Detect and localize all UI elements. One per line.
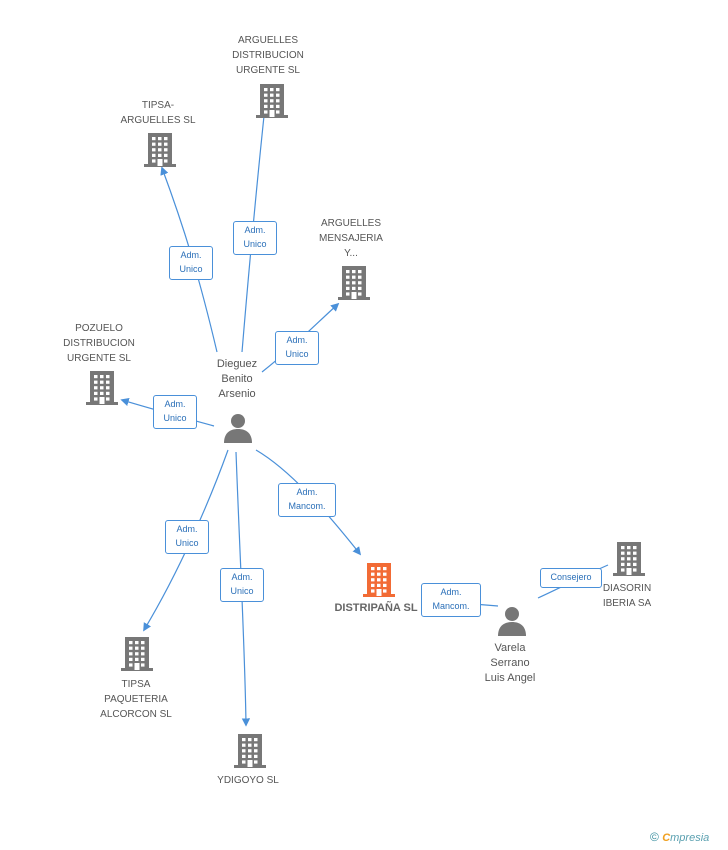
edge-label-adm-mancom[interactable]: Adm.Mancom. [278, 483, 336, 517]
building-icon[interactable] [144, 132, 176, 168]
person-label-dieguez[interactable]: Dieguez Benito Arsenio [216, 358, 258, 400]
company-label-ydigoyo[interactable]: YDIGOYO SL [217, 775, 279, 786]
edge-label-adm-unico[interactable]: Adm.Unico [275, 331, 319, 365]
person-label-varela[interactable]: Varela Serrano Luis Angel [484, 642, 536, 684]
company-label-tipsa-arguelles[interactable]: TIPSA- ARGUELLES SL [120, 100, 196, 126]
person-icon[interactable] [223, 413, 253, 443]
building-icon[interactable] [613, 541, 645, 577]
company-label-pozuelo[interactable]: POZUELO DISTRIBUCION URGENTE SL [63, 323, 135, 364]
building-icon[interactable] [234, 733, 266, 769]
building-icon[interactable] [86, 370, 118, 406]
edge-label-consejero[interactable]: Consejero [540, 568, 602, 588]
company-label-arguelles-mensajeria[interactable]: ARGUELLES MENSAJERIA Y... [319, 218, 383, 259]
building-icon[interactable] [121, 636, 153, 672]
edge-label-adm-unico[interactable]: Adm.Unico [165, 520, 209, 554]
building-icon[interactable] [338, 265, 370, 301]
edge-label-adm-unico[interactable]: Adm.Unico [233, 221, 277, 255]
edge-label-adm-mancom[interactable]: Adm.Mancom. [421, 583, 481, 617]
company-label-distripana[interactable]: DISTRIPAÑA SL [334, 602, 418, 614]
person-icon[interactable] [497, 606, 527, 636]
edge-label-adm-unico[interactable]: Adm.Unico [220, 568, 264, 602]
building-icon[interactable] [256, 83, 288, 119]
company-label-diasorin[interactable]: DIASORIN IBERIA SA [602, 583, 652, 609]
brand-logo[interactable]: Cmpresia [662, 832, 710, 844]
edge-label-adm-unico[interactable]: Adm.Unico [169, 246, 213, 280]
company-label-tipsa-paqueteria[interactable]: TIPSA PAQUETERIA ALCORCON SL [100, 679, 172, 720]
company-label-arguelles-distribucion[interactable]: ARGUELLES DISTRIBUCION URGENTE SL [232, 35, 304, 76]
edge-label-adm-unico[interactable]: Adm.Unico [153, 395, 197, 429]
building-icon-focus[interactable] [363, 562, 395, 598]
copyright-footer: © Cmpresia [650, 830, 709, 844]
copyright-icon: © [650, 830, 659, 844]
